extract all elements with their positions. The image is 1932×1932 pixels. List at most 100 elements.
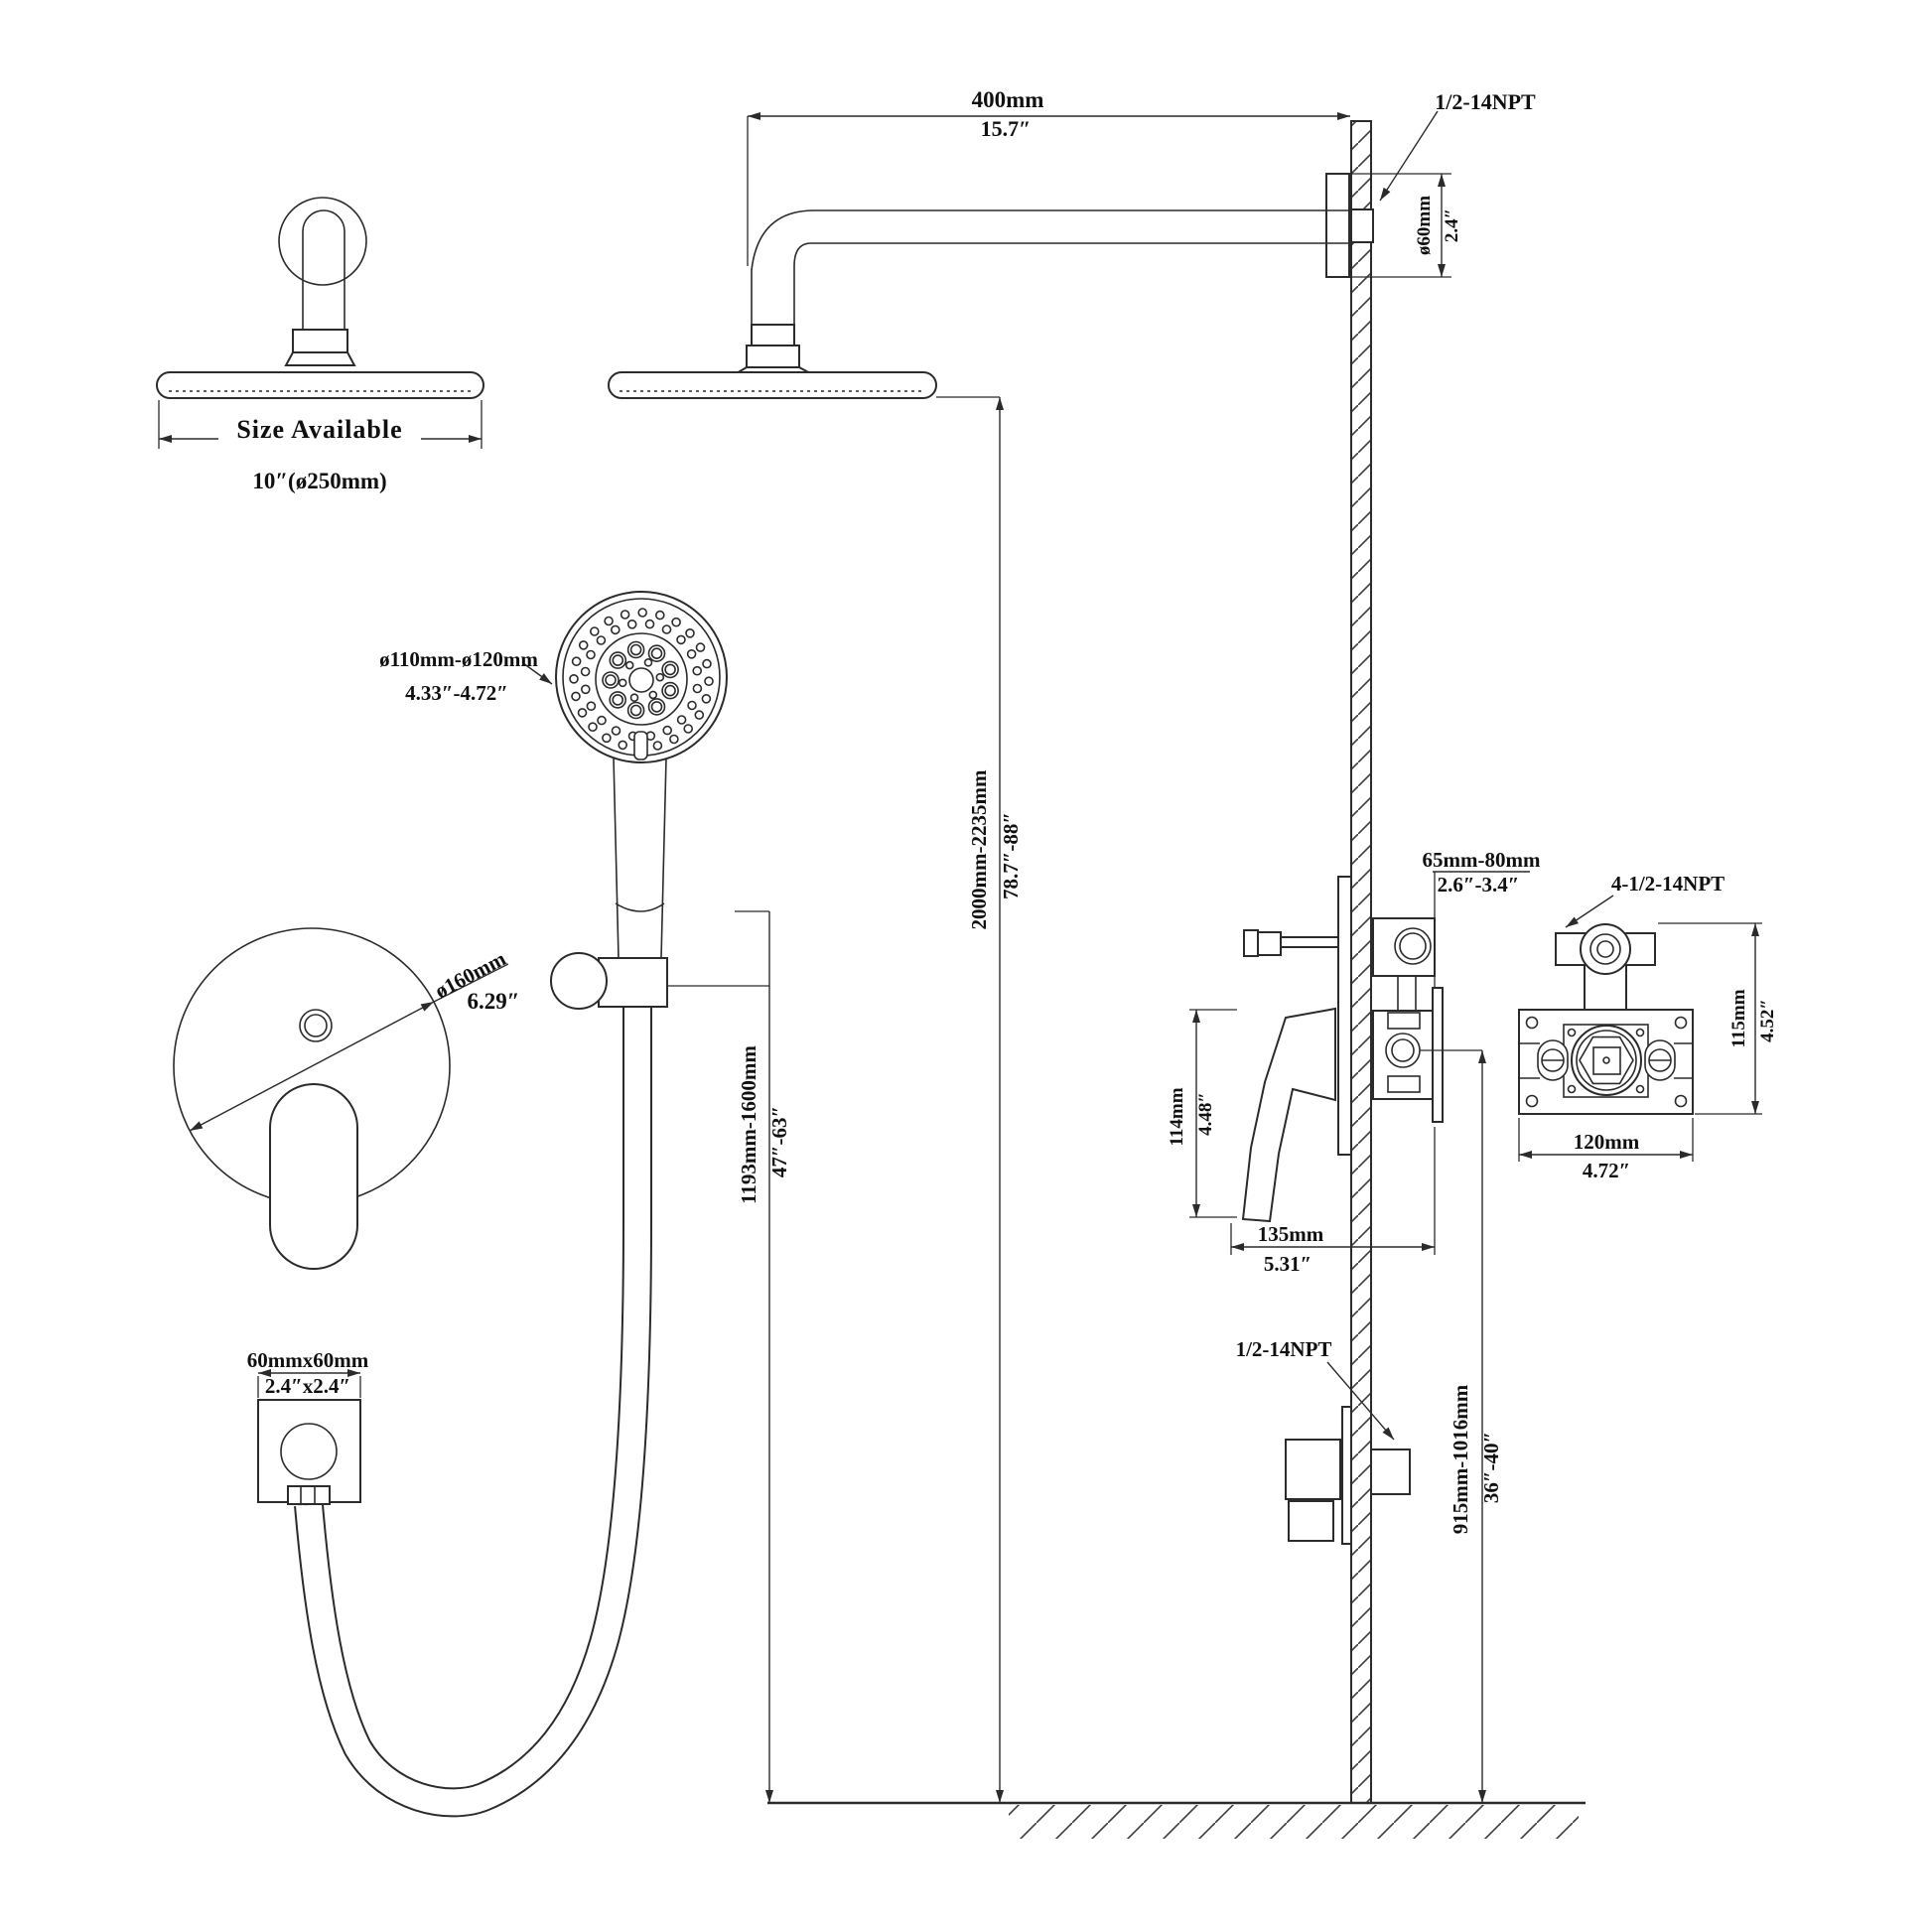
head-nut (292, 329, 348, 353)
rough-in-width-in: 4.72″ (1583, 1159, 1630, 1182)
nozzle (650, 701, 663, 713)
dim-holder-height: 1193mm-1600mm 47″-63″ (667, 910, 791, 1803)
nozzle (605, 674, 617, 686)
outlet-plate-in: 2.4″x2.4″ (265, 1374, 350, 1398)
nozzle (655, 672, 665, 682)
nozzle (586, 649, 596, 660)
nozzle (644, 619, 655, 629)
valve-depth-mm: 65mm-80mm (1423, 848, 1541, 872)
nozzle (618, 678, 627, 688)
nozzle (586, 701, 597, 712)
nozzle (612, 654, 624, 666)
valve-depth-in: 2.6″-3.4″ (1438, 873, 1520, 897)
nozzle (571, 691, 581, 702)
hose-inner (296, 1007, 650, 1816)
nozzle (602, 733, 612, 744)
nozzle (597, 715, 607, 726)
trim-plate-detail: ø160mm 6.29″ (173, 927, 519, 1270)
arm-thread-label: 1/2-14NPT (1435, 89, 1536, 114)
nozzle-field (569, 608, 714, 753)
rough-in-height-mm: 115mm (1728, 989, 1749, 1047)
size-available-label: Size Available (236, 415, 402, 444)
nozzle (602, 671, 620, 689)
arm-escutcheon (1325, 173, 1350, 278)
dim-arm-length: 400mm 15.7″ (747, 87, 1350, 266)
nozzle (662, 725, 673, 736)
nozzle (664, 684, 676, 697)
flange-dia-in: 2.4″ (1442, 208, 1462, 242)
dim-valve-height: 915mm-1016mm 36″-40″ (1420, 1049, 1503, 1803)
nozzle (610, 624, 621, 635)
supply-outlet: 1/2-14NPT (1236, 1337, 1411, 1545)
nozzle (624, 660, 634, 670)
outlet-block-lower (1288, 1500, 1334, 1542)
head-disc (156, 371, 484, 399)
diverter-stub-nut (1257, 931, 1282, 956)
dim-valve-depth: 65mm-80mm 2.6″-3.4″ (1423, 848, 1541, 988)
nozzle (629, 693, 639, 703)
hand-shower: ø110mm-ø120mm 4.33″-4.72″ (379, 591, 728, 959)
nozzle (609, 651, 627, 669)
dim-arm-flange: ø60mm 2.4″ (1349, 173, 1462, 278)
nozzle (620, 610, 630, 620)
hand-shower-dia-in: 4.33″-4.72″ (405, 681, 508, 705)
nozzle (596, 635, 607, 645)
head-arm-bend (302, 209, 345, 232)
floor-hatch (1009, 1805, 1579, 1839)
outlet-plate-mm: 60mmx60mm (247, 1348, 369, 1372)
nozzle (650, 647, 663, 660)
diverter-stub-cap (1243, 929, 1259, 957)
nozzle (692, 683, 703, 694)
trim-width-in: 5.31″ (1264, 1252, 1311, 1276)
outlet-plate-edge (1341, 1406, 1352, 1545)
nozzle (661, 660, 679, 679)
spray-selector-slot (633, 731, 648, 760)
trim-width-mm: 135mm (1258, 1222, 1324, 1246)
nozzle (692, 665, 703, 676)
rough-in-width-mm: 120mm (1574, 1130, 1640, 1154)
outlet-nut (287, 1485, 331, 1505)
head-size-detail: Size Available 10″(ø250mm) (156, 197, 484, 493)
valve-height-in: 36″-40″ (1479, 1432, 1503, 1503)
flange-dia-mm: ø60mm (1414, 196, 1435, 255)
nozzle (588, 722, 598, 733)
nozzle (626, 619, 637, 629)
nozzle (629, 643, 642, 656)
cartridge-port (1571, 1025, 1642, 1096)
nozzle (664, 663, 676, 676)
cartridge-hex (1579, 1035, 1634, 1085)
center-nozzle (628, 667, 654, 693)
nozzle (695, 642, 706, 652)
hose-outlet-detail: 60mmx60mm 2.4″x2.4″ (247, 1348, 369, 1505)
arm-length-in: 15.7″ (981, 116, 1032, 141)
dim-rough-in-height: 115mm 4.52″ (1658, 922, 1778, 1115)
dim-rough-in-width: 120mm 4.72″ (1518, 1118, 1694, 1182)
nozzle (643, 657, 653, 667)
arm-collar (746, 345, 800, 368)
nozzle (702, 658, 712, 669)
nozzle (609, 691, 627, 709)
nozzle (661, 624, 672, 634)
outlet-block (1285, 1439, 1341, 1500)
valve-back-plate (1432, 987, 1444, 1123)
nozzle (571, 656, 582, 667)
nozzle (676, 715, 687, 725)
hand-shower-dia-mm: ø110mm-ø120mm (379, 647, 538, 671)
nozzle (652, 741, 663, 751)
label-arm-thread: 1/2-14NPT (1379, 89, 1536, 202)
top-port (1580, 923, 1631, 975)
nozzle (577, 708, 588, 718)
nozzle (604, 616, 614, 626)
holder-height-in: 47″-63″ (767, 1106, 791, 1177)
shower-hose (294, 1007, 652, 1818)
nozzle (648, 690, 658, 700)
nozzle (683, 724, 694, 734)
rain-head-disc (608, 371, 937, 399)
valve-side-view (1241, 876, 1444, 1223)
diverter-stub-pipe (1280, 936, 1339, 948)
rain-head-height-in: 78.7″-88″ (999, 812, 1023, 899)
trim-height-in: 4.48″ (1195, 1092, 1216, 1136)
arm-length-mm: 400mm (972, 87, 1044, 112)
shower-arm-pipe (751, 209, 1350, 325)
nozzle (687, 700, 697, 711)
